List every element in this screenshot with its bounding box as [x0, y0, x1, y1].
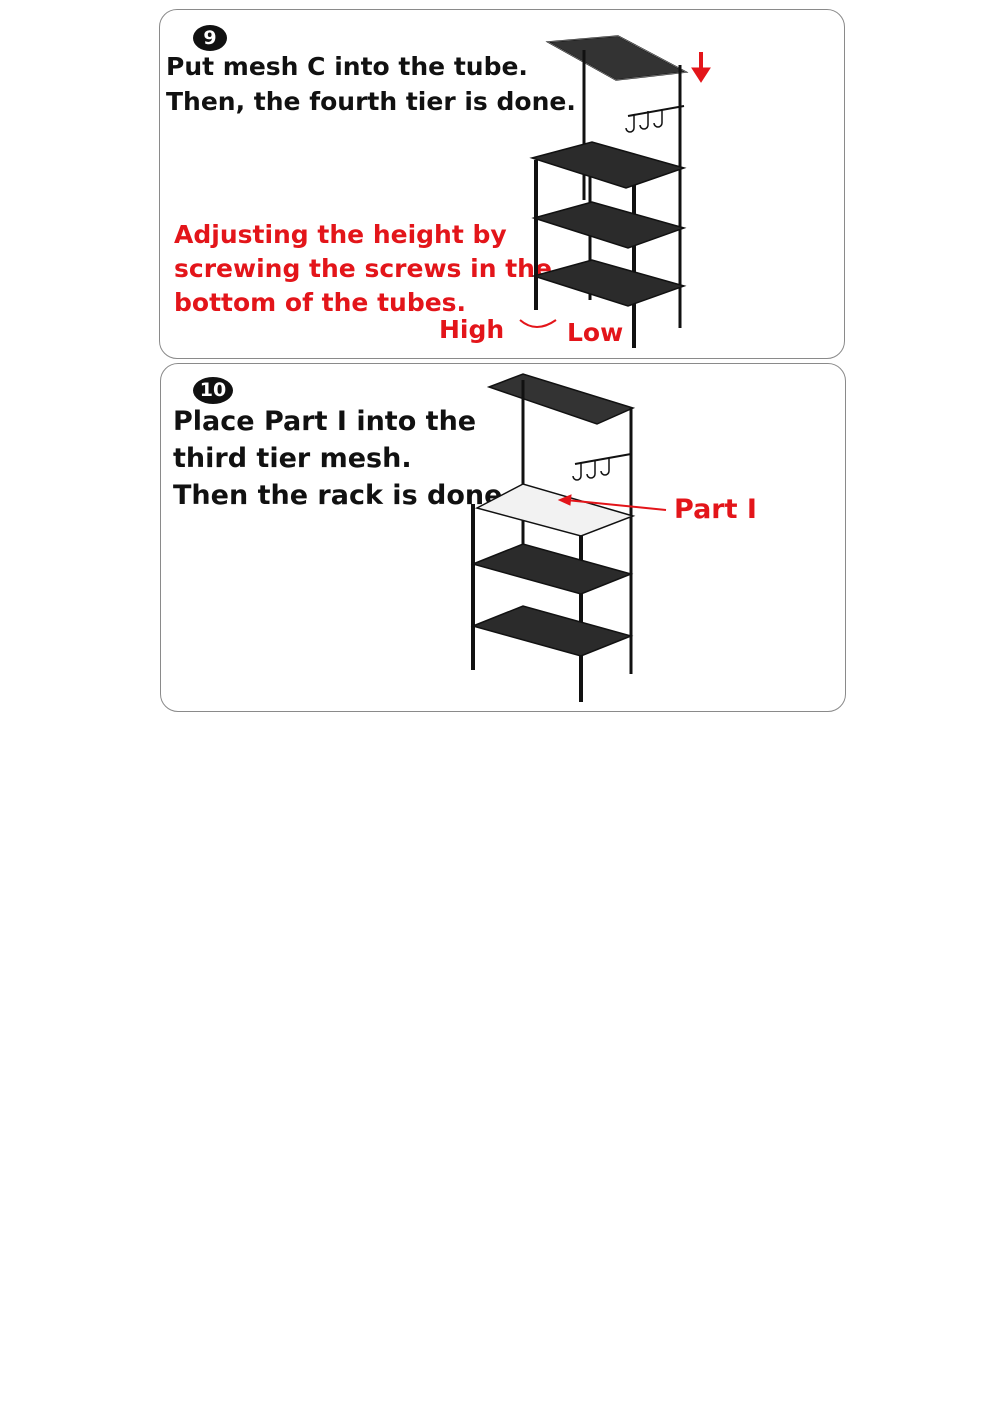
adjust-note-line-3: bottom of the tubes.	[174, 288, 467, 317]
instruction-line-2: Then, the fourth tier is done.	[166, 87, 576, 116]
part-i-label: Part I	[674, 494, 757, 525]
adjust-note-line-1: Adjusting the height by	[174, 220, 507, 249]
rack-diagram-step-9	[519, 35, 711, 348]
low-label: Low	[567, 318, 624, 347]
step-number-badge: 10	[193, 377, 233, 404]
step-9-panel: 9 Put mesh C into the tube. Then, the fo…	[159, 9, 845, 359]
instruction-line-1: Place Part I into the	[173, 406, 477, 437]
instruction-line-2: third tier mesh.	[173, 443, 412, 474]
step-number-badge: 9	[193, 25, 227, 51]
high-label: High	[439, 315, 505, 344]
rack-diagram-step-10	[470, 373, 667, 702]
adjust-note-line-2: screwing the screws in the	[174, 254, 552, 283]
instruction-line-3: Then the rack is done.	[173, 480, 513, 511]
instruction-line-1: Put mesh C into the tube.	[166, 52, 528, 81]
step-10-panel: 10 Place Part I into the third tier mesh…	[160, 363, 846, 712]
